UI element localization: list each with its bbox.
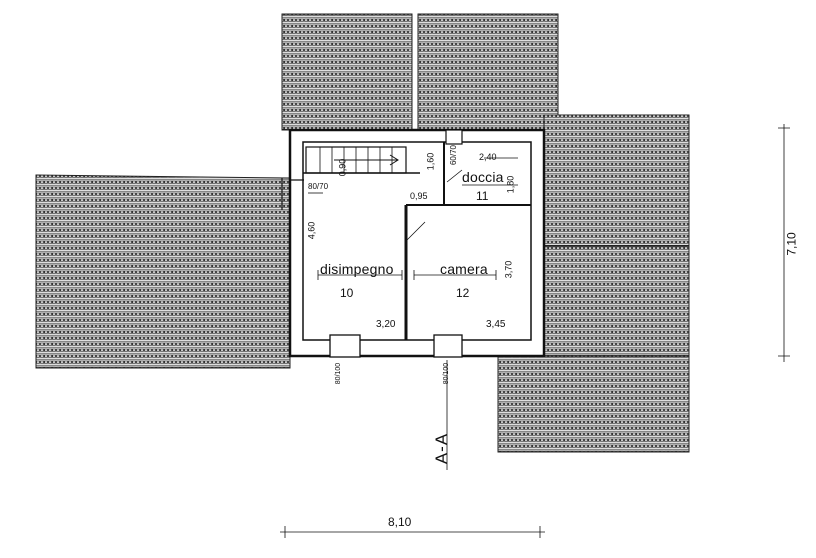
dim-window-left: 80/100	[335, 362, 343, 385]
dim-disimpegno-width: 3,20	[376, 319, 396, 330]
dim-stair-width: 0,90	[337, 158, 348, 177]
dim-doccia-door: 60/70	[449, 144, 459, 166]
dimension-lines	[280, 124, 790, 538]
roof-right	[497, 114, 690, 453]
building-walls	[281, 128, 546, 358]
dimension-ticks	[308, 157, 518, 280]
room-number-doccia: 11	[476, 189, 489, 203]
dim-disimpegno-height: 4,60	[306, 221, 317, 240]
dim-camera-height: 3,70	[503, 260, 514, 279]
dim-door-left: 80/70	[308, 182, 329, 191]
dim-total-width: 8,10	[388, 515, 412, 529]
dim-stair-height: 1,60	[425, 152, 436, 171]
roof-top-left	[281, 13, 413, 131]
room-name-disimpegno: disimpegno	[320, 261, 394, 277]
dim-door-095: 0,95	[410, 191, 428, 201]
dim-total-height: 7,10	[784, 232, 799, 256]
room-number-camera: 12	[456, 286, 470, 300]
section-label: A-A	[432, 432, 452, 465]
room-name-camera: camera	[440, 261, 488, 277]
dim-doccia-width: 2,40	[479, 152, 497, 162]
dim-doccia-height: 1,80	[505, 175, 516, 194]
room-number-disimpegno: 10	[340, 286, 354, 300]
room-name-doccia: doccia	[462, 169, 504, 185]
roof-top-right	[417, 13, 559, 131]
dim-window-right: 80/100	[443, 362, 451, 385]
dim-camera-width: 3,45	[486, 319, 506, 330]
roof-left	[35, 174, 291, 369]
